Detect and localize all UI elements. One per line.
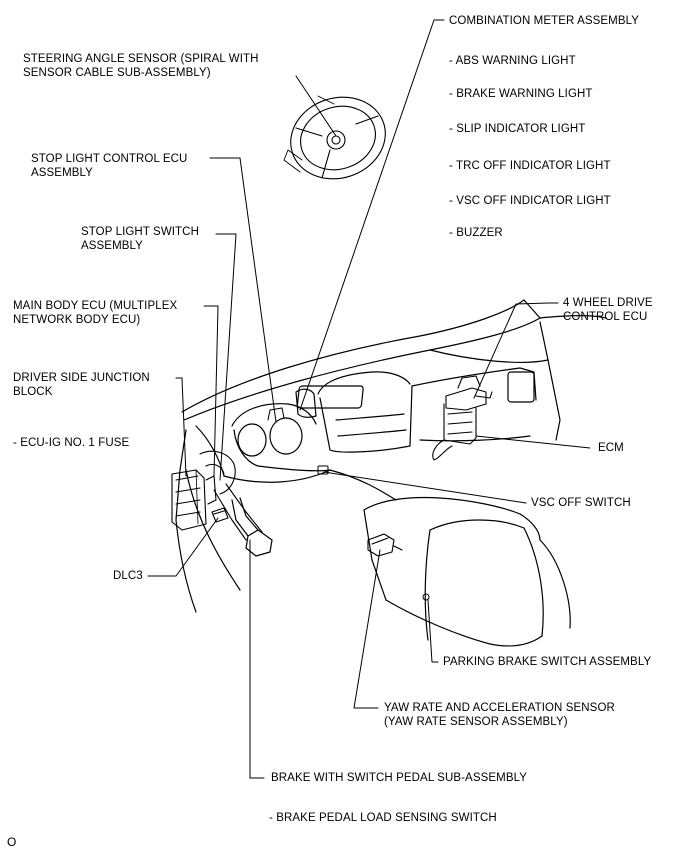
label-ecu-ig-no1-fuse: - ECU-IG NO. 1 FUSE xyxy=(13,437,130,449)
steering-column xyxy=(199,450,263,541)
label-dlc3: DLC3 xyxy=(113,570,143,582)
parking-brake-switch-shape xyxy=(422,593,430,601)
label-yaw-rate-and-acceleration-sensor: YAW RATE AND ACCELERATION SENSOR (YAW RA… xyxy=(384,702,615,728)
brake-pedal-shape xyxy=(231,497,273,557)
vsc-off-switch-shape xyxy=(317,465,329,475)
label-abs-warning-light: - ABS WARNING LIGHT xyxy=(449,55,576,67)
label-vsc-off-indicator-light: - VSC OFF INDICATOR LIGHT xyxy=(449,195,611,207)
label-4-wheel-drive-control-ecu: 4 WHEEL DRIVE CONTROL ECU xyxy=(563,297,653,323)
label-parking-brake-switch-assembly: PARKING BRAKE SWITCH ASSEMBLY xyxy=(443,656,652,668)
label-stop-light-control-ecu: STOP LIGHT CONTROL ECU ASSEMBLY xyxy=(31,153,188,179)
label-vsc-off-switch: VSC OFF SWITCH xyxy=(531,497,631,509)
label-buzzer: - BUZZER xyxy=(449,227,503,239)
label-trc-off-indicator-light: - TRC OFF INDICATOR LIGHT xyxy=(449,160,611,172)
label-slip-indicator-light: - SLIP INDICATOR LIGHT xyxy=(449,123,586,135)
corner-mark: O xyxy=(7,835,17,849)
label-brake-pedal-load-sensing-switch: - BRAKE PEDAL LOAD SENSING SWITCH xyxy=(269,812,497,824)
label-brake-warning-light: - BRAKE WARNING LIGHT xyxy=(449,88,593,100)
yaw-rate-sensor-shape xyxy=(367,533,403,557)
junction-block-shape xyxy=(171,469,217,531)
label-driver-side-junction-block: DRIVER SIDE JUNCTION BLOCK xyxy=(13,372,150,398)
dlc3-connector-shape xyxy=(211,507,229,523)
label-brake-with-switch-pedal: BRAKE WITH SWITCH PEDAL SUB-ASSEMBLY xyxy=(271,772,528,784)
label-main-body-ecu: MAIN BODY ECU (MULTIPLEX NETWORK BODY EC… xyxy=(13,300,178,326)
label-steering-angle-sensor: STEERING ANGLE SENSOR (SPIRAL WITH SENSO… xyxy=(23,53,259,79)
ecu-ecm-shape xyxy=(432,375,493,461)
label-stop-light-switch: STOP LIGHT SWITCH ASSEMBLY xyxy=(81,226,199,252)
label-ecm: ECM xyxy=(598,442,624,454)
leader-lines xyxy=(147,19,591,779)
dashboard-outline xyxy=(175,299,607,647)
steering-wheel-inset xyxy=(283,95,386,180)
label-combination-meter-assembly: COMBINATION METER ASSEMBLY xyxy=(449,15,640,27)
